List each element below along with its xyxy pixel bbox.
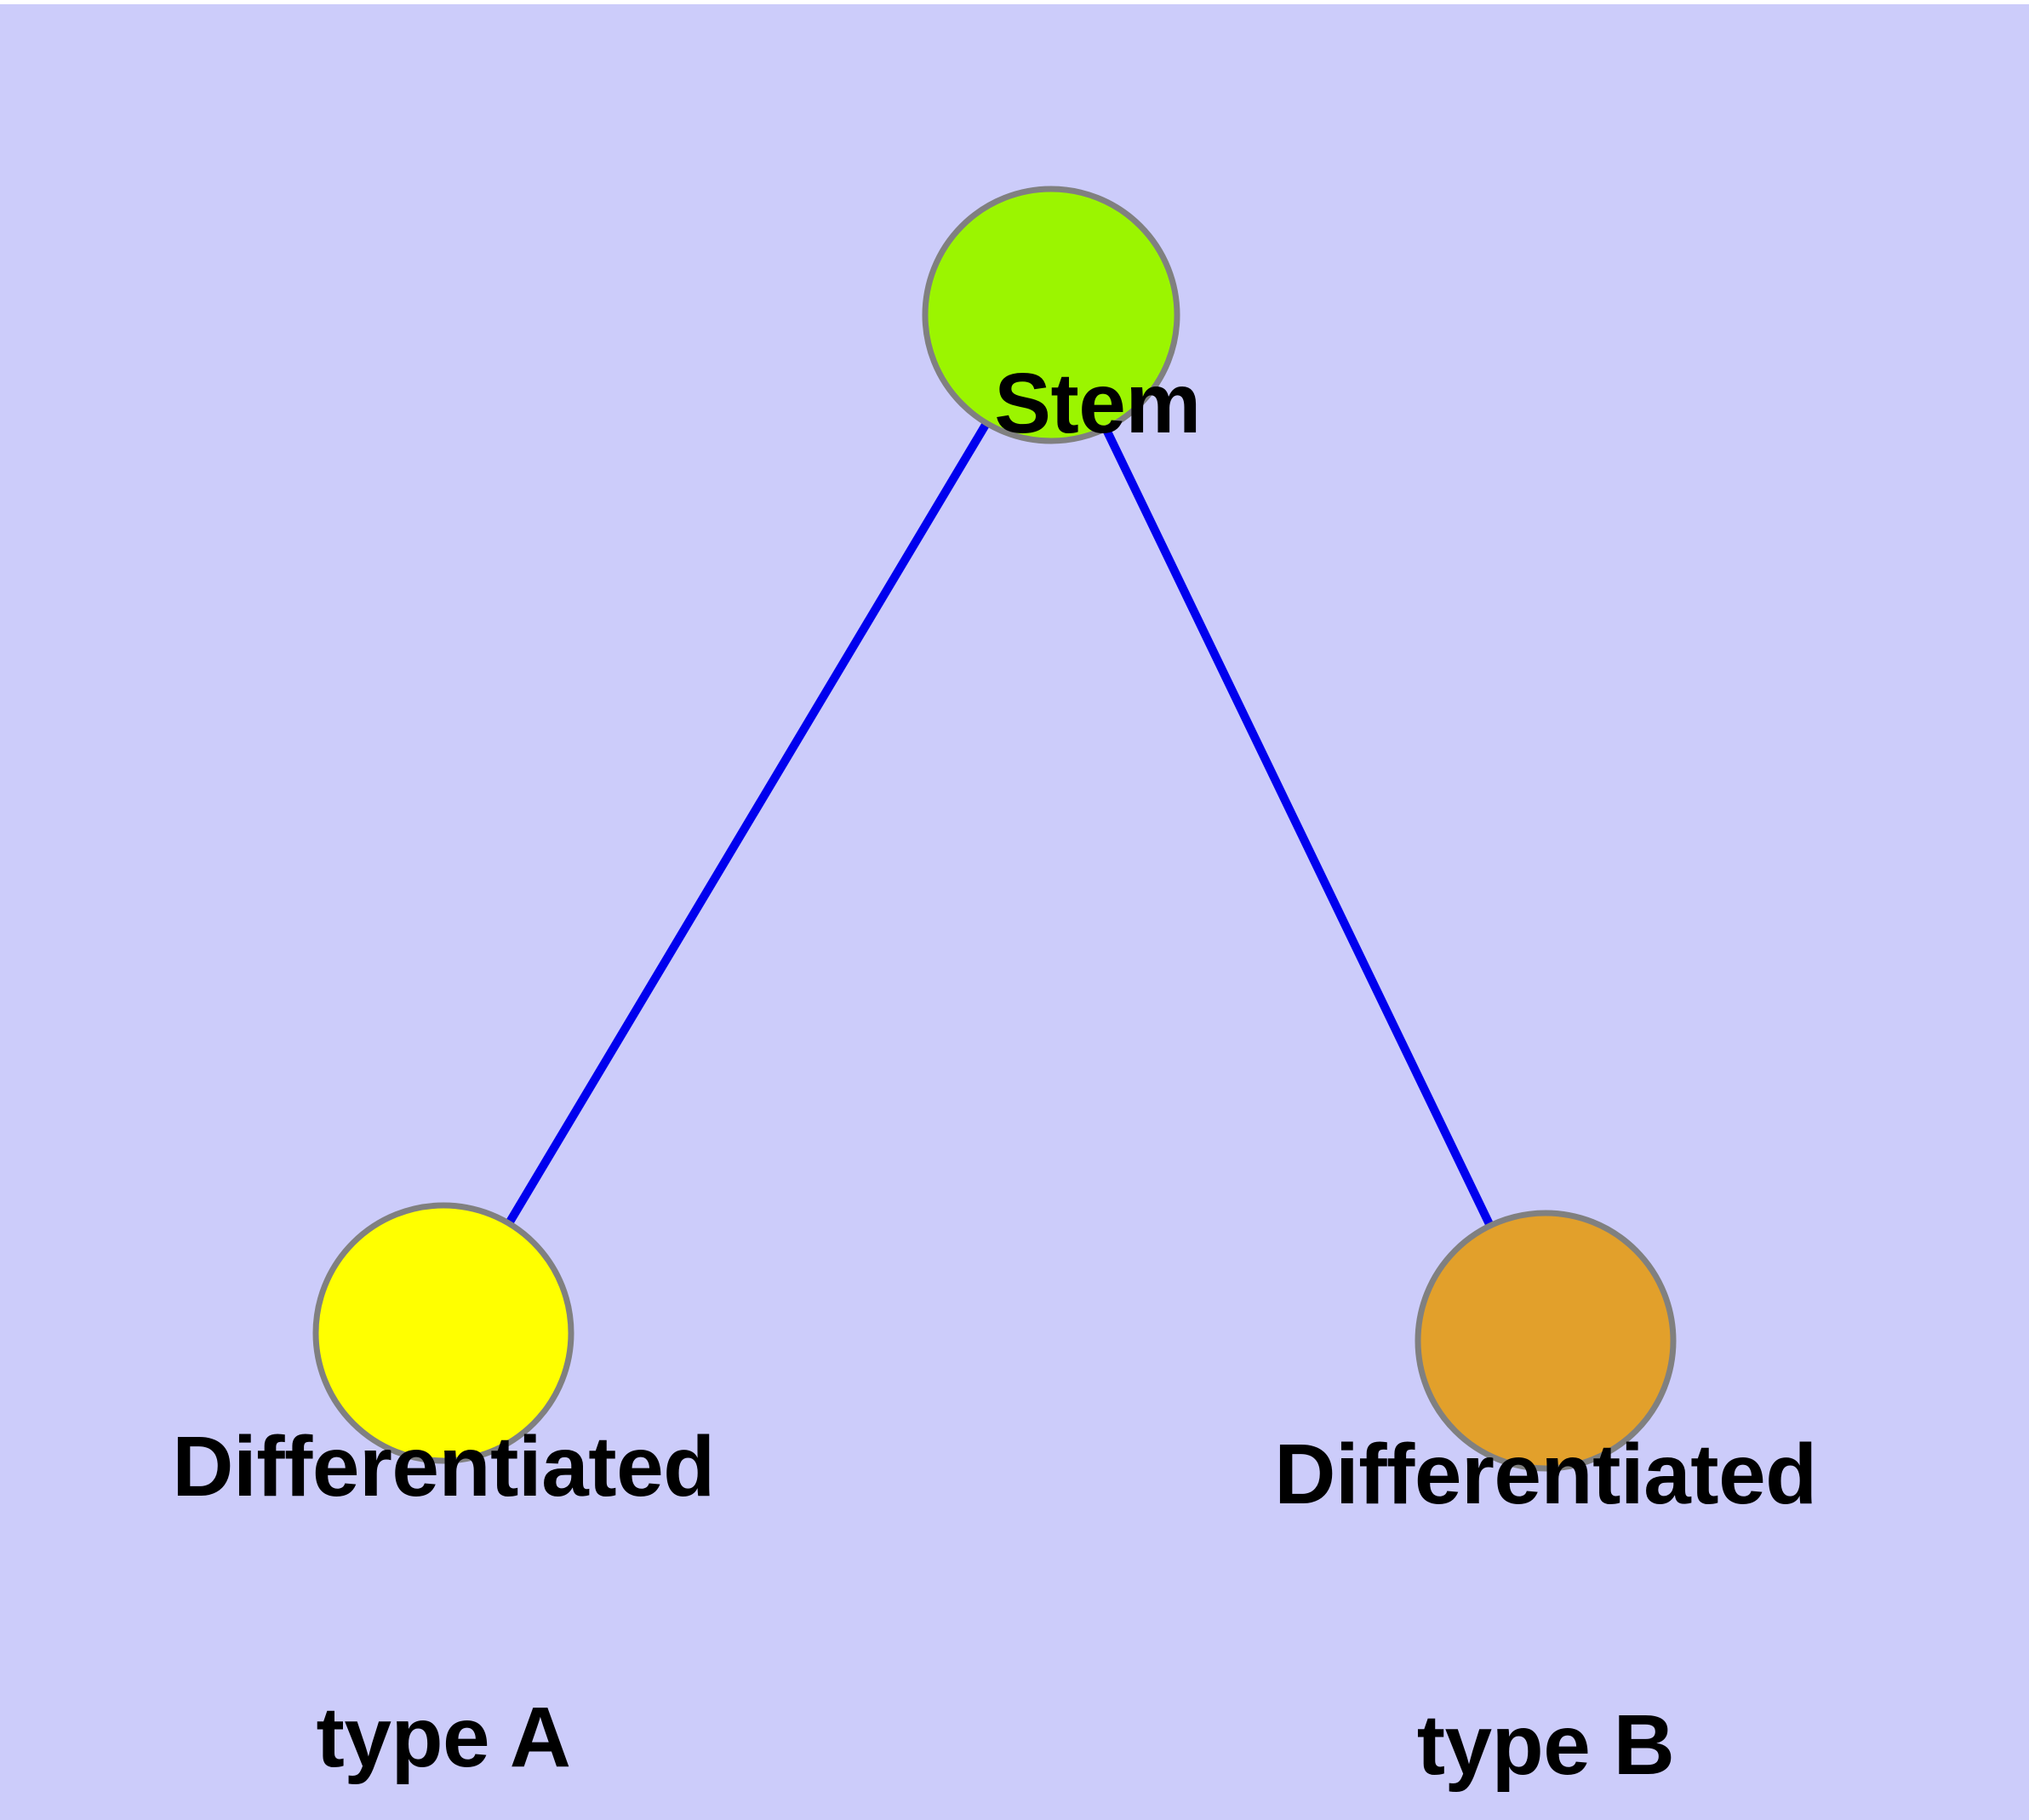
edge-layer bbox=[439, 312, 1550, 1343]
node-stem-circle[interactable] bbox=[922, 186, 1180, 444]
node-diff-b-circle[interactable] bbox=[1415, 1210, 1677, 1472]
node-layer bbox=[312, 186, 1677, 1472]
node-diff-a-circle[interactable] bbox=[312, 1202, 574, 1464]
edge-stem-diff-a[interactable] bbox=[439, 312, 1055, 1336]
edge-stem-diff-b[interactable] bbox=[1047, 312, 1550, 1343]
